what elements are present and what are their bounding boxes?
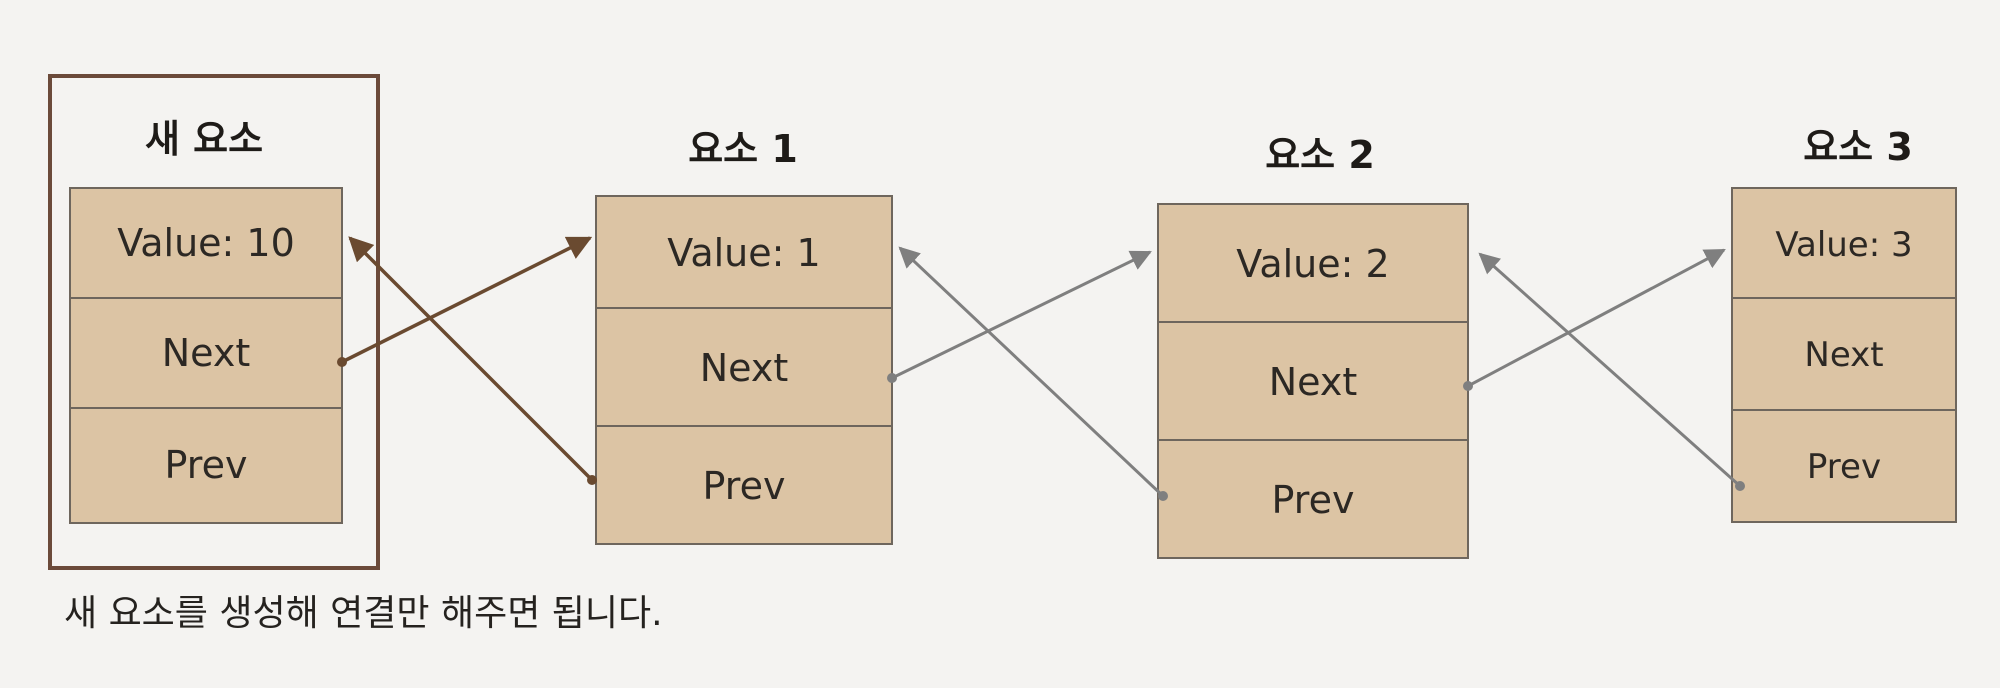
arrow-node3-prev-to-node2 — [1478, 252, 1741, 488]
node-new: 새 요소 Value: 10 Next Prev — [69, 117, 343, 524]
node-2-prev-cell: Prev — [1157, 439, 1469, 559]
node-2: 요소 2 Value: 2 Next Prev — [1157, 133, 1469, 559]
arrow-node2-prev-to-node1 — [898, 246, 1165, 498]
arrow-node2-next-to-node3 — [1467, 248, 1726, 388]
node-3-next-label: Next — [1804, 335, 1883, 375]
node-new-value-cell: Value: 10 — [69, 187, 343, 299]
node-new-title: 새 요소 — [145, 117, 263, 161]
arrow-node2-prev-origin-dot — [1158, 491, 1168, 501]
node-new-value-label: Value: 10 — [117, 221, 295, 265]
caption-text: 새 요소를 생성해 연결만 해주면 됩니다. — [64, 593, 663, 634]
node-new-next-label: Next — [162, 331, 251, 375]
arrow-node2-next-origin-dot — [1463, 381, 1473, 391]
node-2-prev-label: Prev — [1272, 478, 1355, 522]
arrow-new-next-origin-dot — [337, 357, 347, 367]
node-1-prev-cell: Prev — [595, 425, 893, 545]
node-1-title: 요소 1 — [688, 127, 798, 171]
arrow-node1-next-to-node2 — [891, 250, 1152, 380]
node-new-prev-label: Prev — [165, 443, 248, 487]
node-1-value-label: Value: 1 — [667, 231, 820, 275]
arrow-new-next-to-node1 — [341, 236, 593, 364]
node-3: 요소 3 Value: 3 Next Prev — [1731, 125, 1957, 523]
node-1-value-cell: Value: 1 — [595, 195, 893, 309]
new-element-frame — [48, 74, 380, 570]
arrow-node1-prev-origin-dot — [587, 475, 597, 485]
node-3-title: 요소 3 — [1803, 125, 1913, 169]
node-2-value-cell: Value: 2 — [1157, 203, 1469, 323]
node-3-value-label: Value: 3 — [1775, 225, 1912, 265]
node-1-next-label: Next — [700, 346, 789, 390]
node-new-prev-cell: Prev — [69, 407, 343, 524]
node-3-next-cell: Next — [1731, 297, 1957, 411]
node-2-next-label: Next — [1269, 360, 1358, 404]
node-3-value-cell: Value: 3 — [1731, 187, 1957, 299]
node-1-next-cell: Next — [595, 307, 893, 427]
node-3-prev-label: Prev — [1807, 447, 1881, 487]
node-1-prev-label: Prev — [703, 464, 786, 508]
arrow-node1-prev-to-new — [348, 236, 594, 482]
node-2-title: 요소 2 — [1265, 133, 1375, 177]
arrow-node3-prev-origin-dot — [1735, 481, 1745, 491]
node-2-next-cell: Next — [1157, 321, 1469, 441]
node-1: 요소 1 Value: 1 Next Prev — [595, 127, 893, 545]
node-3-prev-cell: Prev — [1731, 409, 1957, 523]
arrow-node1-next-origin-dot — [887, 373, 897, 383]
node-new-next-cell: Next — [69, 297, 343, 409]
node-2-value-label: Value: 2 — [1236, 242, 1389, 286]
